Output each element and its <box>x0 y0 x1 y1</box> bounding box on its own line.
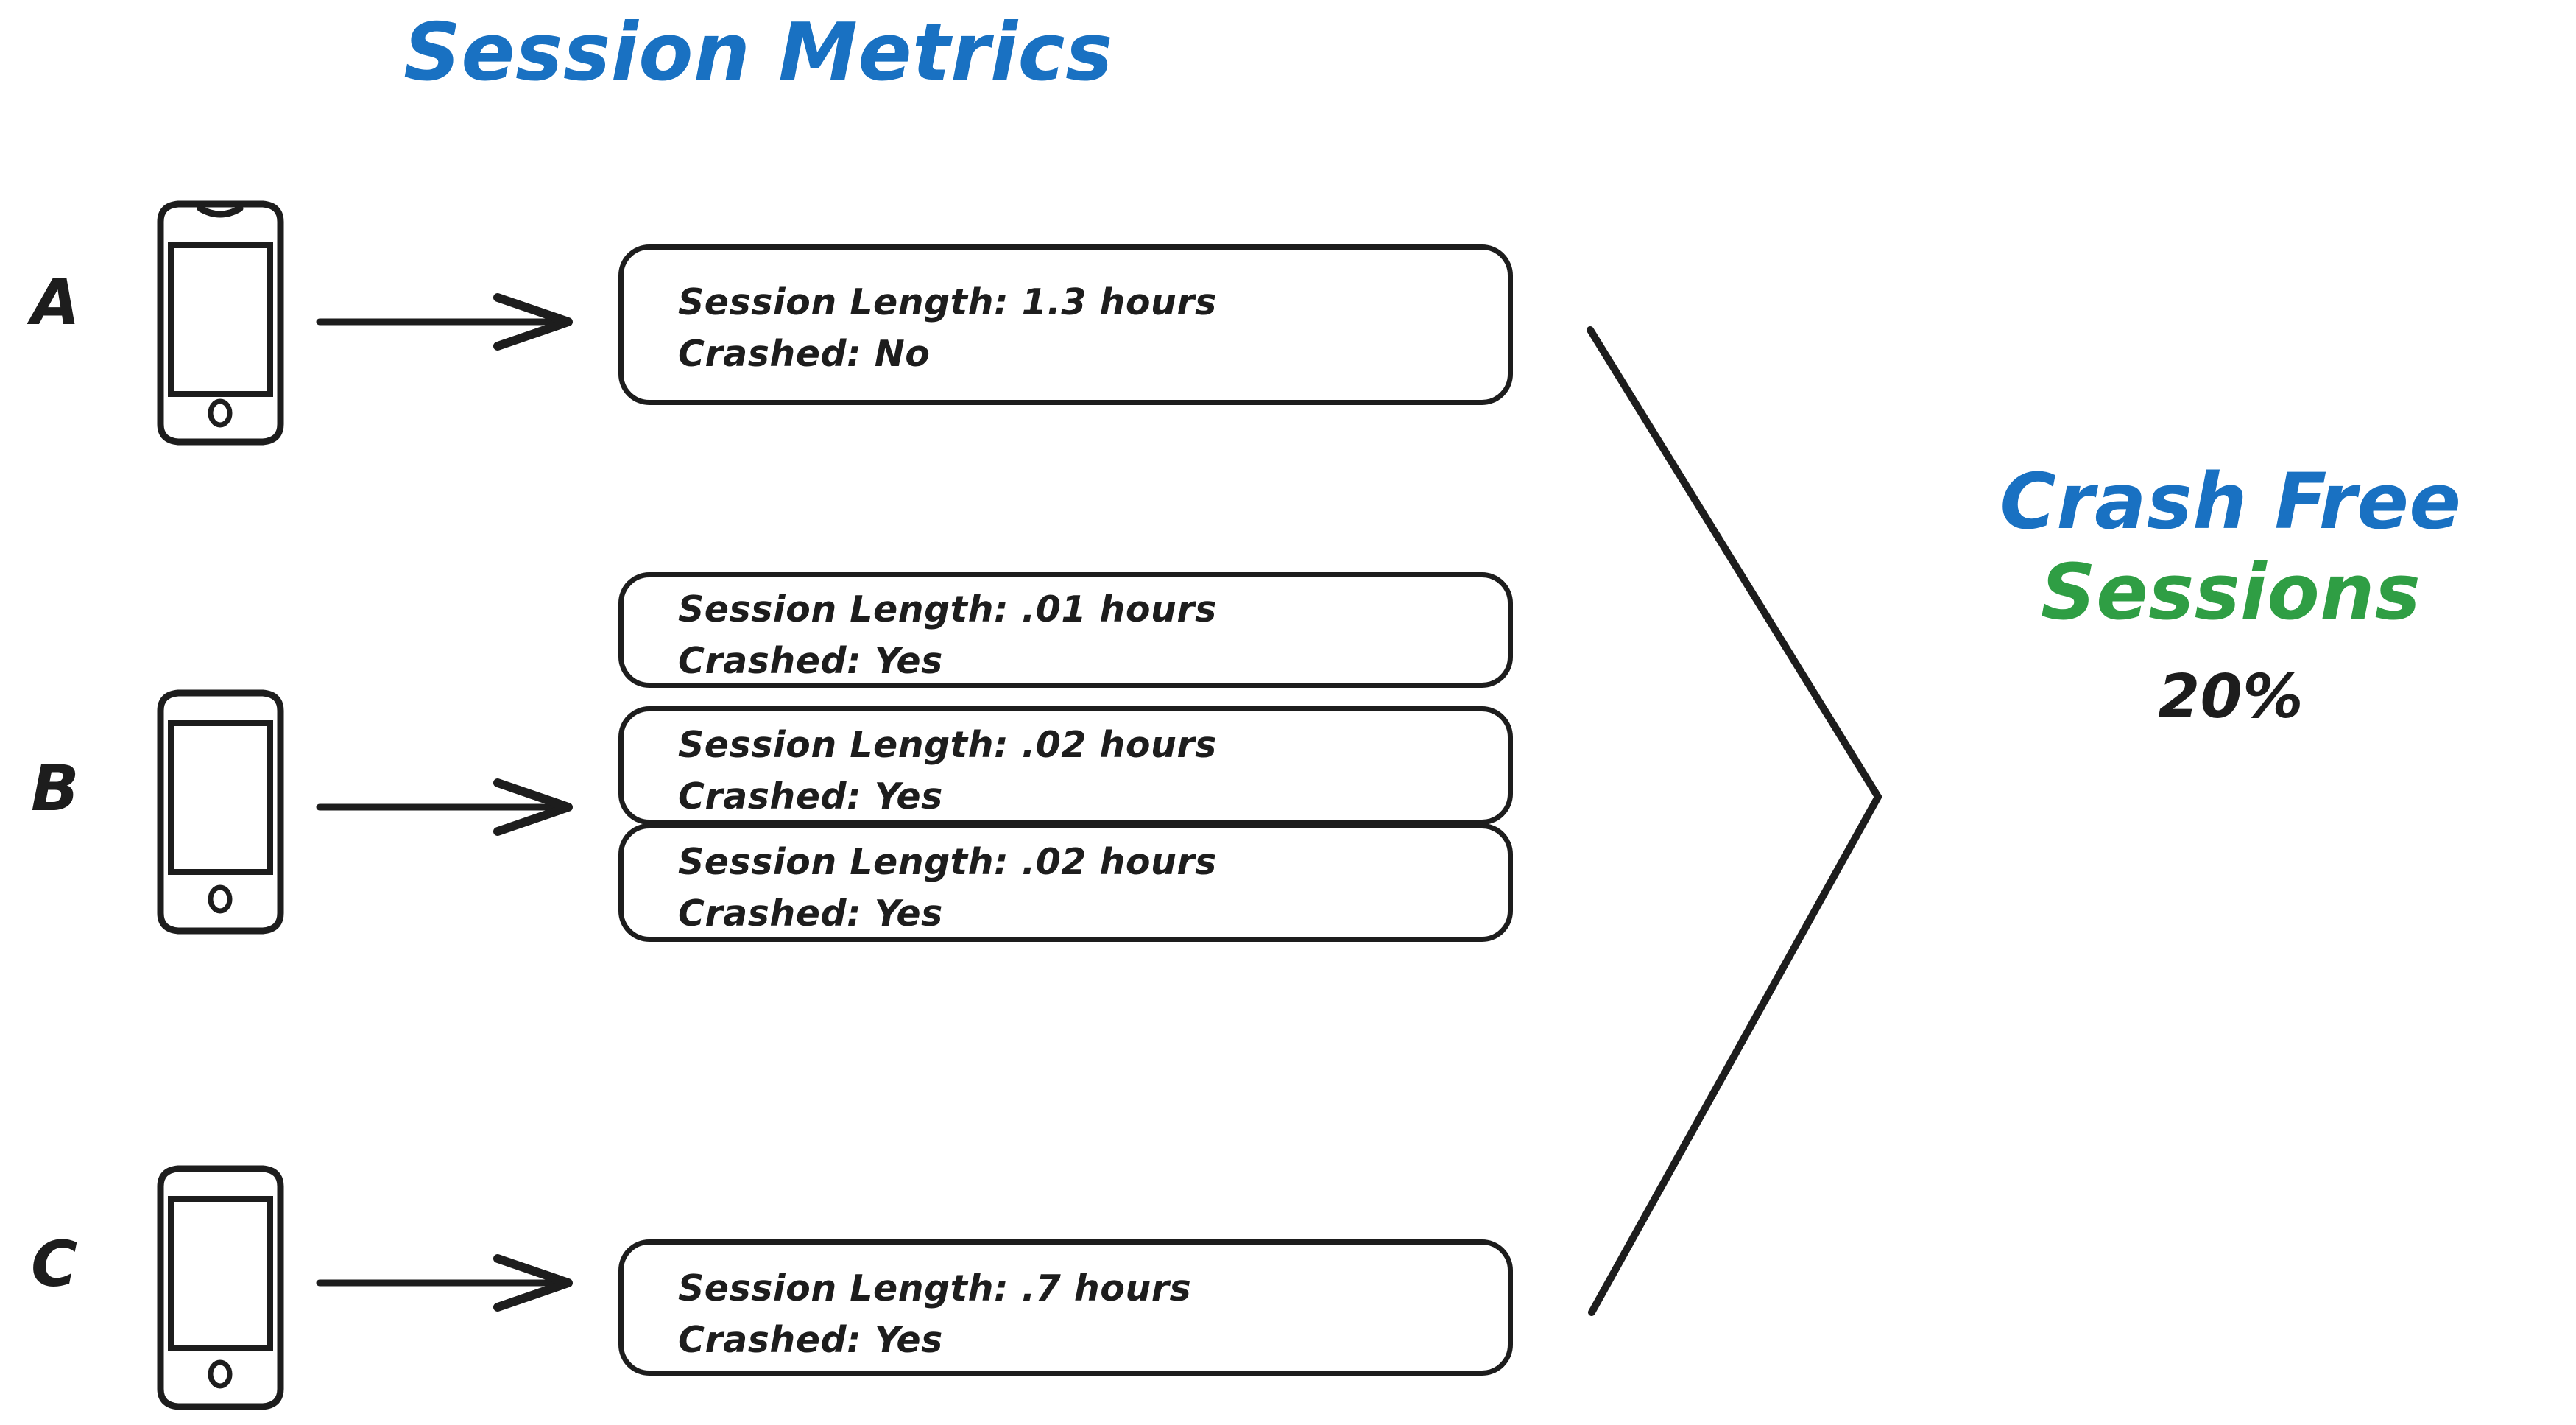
session-card[interactable]: Session Length: .02 hours Crashed: Yes <box>618 706 1513 825</box>
arrow-right-icon-b <box>316 778 573 836</box>
session-length-text: Session Length: 1.3 hours <box>678 281 1217 323</box>
session-length-text: Session Length: .02 hours <box>678 724 1217 766</box>
crashed-text: Crashed: No <box>678 333 931 375</box>
arrow-right-icon-c <box>316 1254 573 1312</box>
crashed-text: Crashed: Yes <box>678 640 943 682</box>
device-label-a: A <box>31 266 81 339</box>
page-title: Session Metrics <box>403 7 1113 99</box>
session-card[interactable]: Session Length: 1.3 hours Crashed: No <box>618 244 1513 405</box>
crashed-text: Crashed: Yes <box>678 1319 943 1361</box>
summary-line-2: Sessions <box>2040 546 2421 637</box>
session-card[interactable]: Session Length: .01 hours Crashed: Yes <box>618 572 1513 688</box>
crashed-text: Crashed: Yes <box>678 893 943 935</box>
session-card[interactable]: Session Length: .02 hours Crashed: Yes <box>618 823 1513 942</box>
device-label-b: B <box>31 752 80 826</box>
smartphone-icon-b <box>157 689 284 935</box>
crashed-text: Crashed: Yes <box>678 775 943 817</box>
summary-line-1: Crash Free <box>2000 457 2462 546</box>
summary-block: Crash Free Sessions 20% <box>1899 457 2562 733</box>
chevron-bracket-icon <box>1587 326 1882 1316</box>
session-length-text: Session Length: .7 hours <box>678 1267 1192 1309</box>
session-length-text: Session Length: .02 hours <box>678 841 1217 883</box>
crash-free-sessions-value: 20% <box>2158 662 2304 733</box>
device-label-c: C <box>31 1228 78 1301</box>
arrow-right-icon-a <box>316 293 573 351</box>
smartphone-icon-c <box>157 1165 284 1410</box>
session-length-text: Session Length: .01 hours <box>678 588 1217 630</box>
smartphone-icon-a <box>157 200 284 446</box>
session-card[interactable]: Session Length: .7 hours Crashed: Yes <box>618 1239 1513 1376</box>
